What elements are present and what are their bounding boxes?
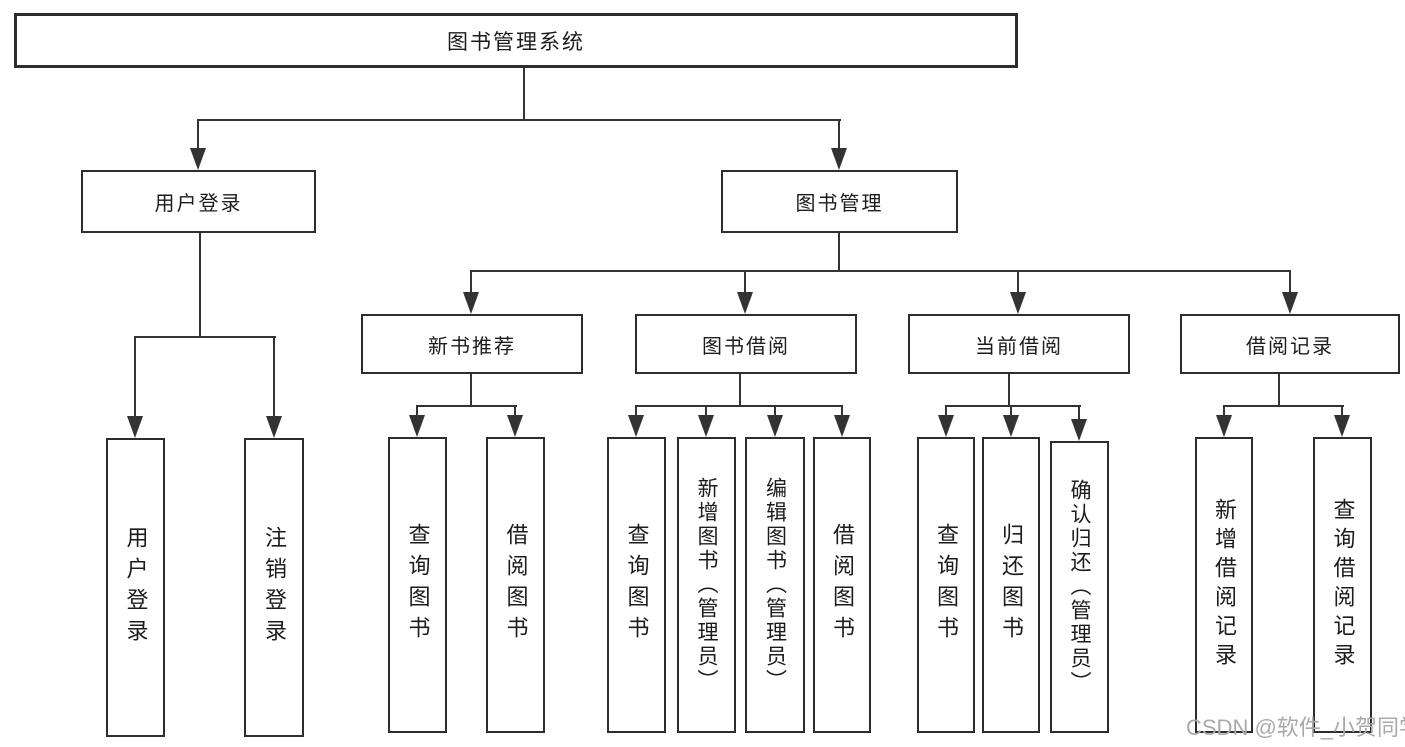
leaf-query-books-current: 查询图书 xyxy=(917,437,975,733)
connector-stub xyxy=(841,405,843,415)
leaf-query-books-borrow: 查询图书 xyxy=(607,437,666,733)
connector-root-stem xyxy=(523,68,525,121)
node-user-login: 用户登录 xyxy=(81,170,316,233)
arrow-down-icon xyxy=(938,415,954,437)
connector-level2-branch xyxy=(197,119,841,121)
node-label: 归还图书 xyxy=(999,523,1024,647)
node-label: 新增图书（管理员） xyxy=(695,477,718,693)
connector-branch xyxy=(635,405,843,407)
node-label: 新书推荐 xyxy=(428,335,516,358)
node-label: 编辑图书（管理员） xyxy=(763,477,787,693)
leaf-user-login: 用户登录 xyxy=(106,438,165,737)
connector-stem xyxy=(470,374,472,407)
leaf-borrow-books-recommend: 借阅图书 xyxy=(486,437,545,733)
arrow-down-icon xyxy=(628,415,644,437)
arrow-down-icon xyxy=(831,148,847,170)
node-book-borrow: 图书借阅 xyxy=(635,314,857,374)
leaf-edit-book-admin: 编辑图书（管理员） xyxy=(745,437,805,733)
connector-stub xyxy=(1223,405,1225,415)
arrow-down-icon xyxy=(463,292,479,314)
arrow-down-icon xyxy=(1216,415,1232,437)
connector-stub xyxy=(1010,405,1012,415)
connector-user-login-branch xyxy=(134,336,276,338)
connector-stub xyxy=(273,336,275,418)
node-label: 查询借阅记录 xyxy=(1330,498,1356,672)
leaf-query-books-recommend: 查询图书 xyxy=(388,437,447,733)
node-label: 图书管理系统 xyxy=(447,30,585,54)
leaf-query-borrow-record: 查询借阅记录 xyxy=(1313,437,1372,733)
leaf-confirm-return-admin: 确认归还（管理员） xyxy=(1050,441,1109,733)
connector-book-management-stem xyxy=(838,233,840,272)
node-label: 借阅图书 xyxy=(830,523,855,647)
node-label: 新增借阅记录 xyxy=(1212,498,1237,672)
leaf-add-book-admin: 新增图书（管理员） xyxy=(677,437,736,733)
connector-stub xyxy=(1289,270,1291,292)
arrow-down-icon xyxy=(767,415,783,437)
leaf-borrow-books: 借阅图书 xyxy=(813,437,871,733)
leaf-logout: 注销登录 xyxy=(244,438,304,737)
connector-branch xyxy=(945,405,1081,407)
connector-book-management-stub xyxy=(838,119,840,149)
connector-level3-branch xyxy=(470,270,1291,272)
node-current-borrow: 当前借阅 xyxy=(908,314,1130,374)
connector-stub xyxy=(774,405,776,415)
connector-stub xyxy=(635,405,637,415)
arrow-down-icon xyxy=(190,148,206,170)
arrow-down-icon xyxy=(1010,292,1026,314)
node-book-management: 图书管理 xyxy=(721,170,958,233)
arrow-down-icon xyxy=(409,415,425,437)
arrow-down-icon xyxy=(1003,415,1019,437)
leaf-return-book: 归还图书 xyxy=(982,437,1040,733)
connector-stub xyxy=(705,405,707,415)
node-label: 确认归还（管理员） xyxy=(1068,479,1091,695)
node-label: 图书借阅 xyxy=(702,335,790,358)
node-label: 用户登录 xyxy=(154,193,243,215)
csdn-watermark: CSDN @软件_小贺同学 xyxy=(1186,715,1405,740)
node-label: 查询图书 xyxy=(405,523,431,647)
node-borrow-records: 借阅记录 xyxy=(1180,314,1400,374)
connector-user-login-stem xyxy=(199,233,201,338)
node-label: 借阅记录 xyxy=(1246,335,1334,358)
connector-stub xyxy=(1341,405,1343,415)
node-book-management-system: 图书管理系统 xyxy=(14,13,1018,68)
node-label: 图书管理 xyxy=(795,193,884,215)
node-label: 查询图书 xyxy=(934,523,959,647)
node-label: 借阅图书 xyxy=(503,523,529,647)
arrow-down-icon xyxy=(698,415,714,437)
connector-stub xyxy=(416,405,418,415)
node-label: 注销登录 xyxy=(262,525,287,650)
connector-stub xyxy=(1078,405,1080,419)
node-label: 用户登录 xyxy=(123,525,149,650)
connector-stem xyxy=(1008,374,1010,407)
connector-user-login-stub xyxy=(197,119,199,149)
arrow-down-icon xyxy=(737,292,753,314)
connector-stub xyxy=(134,336,136,418)
connector-stem xyxy=(739,374,741,407)
node-label: 当前借阅 xyxy=(975,335,1063,358)
connector-stub xyxy=(1017,270,1019,292)
arrow-down-icon xyxy=(127,416,143,438)
arrow-down-icon xyxy=(834,415,850,437)
node-label: 查询图书 xyxy=(624,523,650,647)
connector-stub xyxy=(514,405,516,415)
arrow-down-icon xyxy=(507,415,523,437)
leaf-add-borrow-record: 新增借阅记录 xyxy=(1195,437,1253,733)
connector-stub xyxy=(744,270,746,292)
connector-branch xyxy=(416,405,517,407)
arrow-down-icon xyxy=(1282,292,1298,314)
arrow-down-icon xyxy=(1071,419,1087,441)
connector-stem xyxy=(1278,374,1280,407)
arrow-down-icon xyxy=(1334,415,1350,437)
connector-stub xyxy=(470,270,472,292)
node-new-book-recommend: 新书推荐 xyxy=(361,314,583,374)
arrow-down-icon xyxy=(266,416,282,438)
connector-branch xyxy=(1223,405,1344,407)
connector-stub xyxy=(945,405,947,415)
